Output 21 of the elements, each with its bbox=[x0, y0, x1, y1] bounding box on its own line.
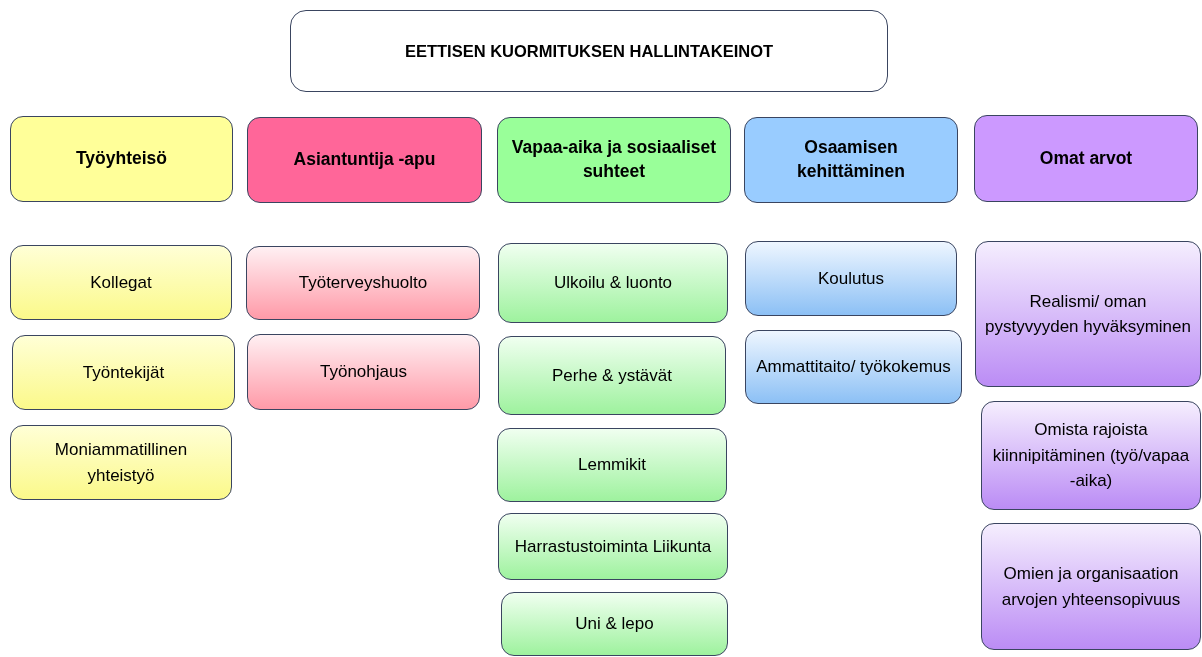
item-box: Uni & lepo bbox=[501, 592, 728, 656]
item-box: Ulkoilu & luonto bbox=[498, 243, 728, 323]
category-box: Omat arvot bbox=[974, 115, 1198, 202]
title-box: EETTISEN KUORMITUKSEN HALLINTAKEINOT bbox=[290, 10, 888, 92]
item-box: Ammattitaito/ työkokemus bbox=[745, 330, 962, 404]
category-box: Osaamisen kehittäminen bbox=[744, 117, 958, 203]
item-box: Perhe & ystävät bbox=[498, 336, 726, 415]
item-box: Kollegat bbox=[10, 245, 232, 320]
item-box: Omista rajoista kiinnipitäminen (työ/vapaa -aika) bbox=[981, 401, 1201, 510]
item-box: Harrastustoiminta Liikunta bbox=[498, 513, 728, 580]
item-box: Työnohjaus bbox=[247, 334, 480, 410]
category-box: Työyhteisö bbox=[10, 116, 233, 202]
item-box: Lemmikit bbox=[497, 428, 727, 502]
item-box: Moniammatillinen yhteistyö bbox=[10, 425, 232, 500]
category-box: Vapaa-aika ja sosiaaliset suhteet bbox=[497, 117, 731, 203]
item-box: Työterveyshuolto bbox=[246, 246, 480, 320]
category-box: Asiantuntija -apu bbox=[247, 117, 482, 203]
item-box: Omien ja organisaation arvojen yhteensopivuus bbox=[981, 523, 1201, 650]
item-box: Realismi/ oman pystyvyyden hyväksyminen bbox=[975, 241, 1201, 387]
item-box: Työntekijät bbox=[12, 335, 235, 410]
item-box: Koulutus bbox=[745, 241, 957, 316]
